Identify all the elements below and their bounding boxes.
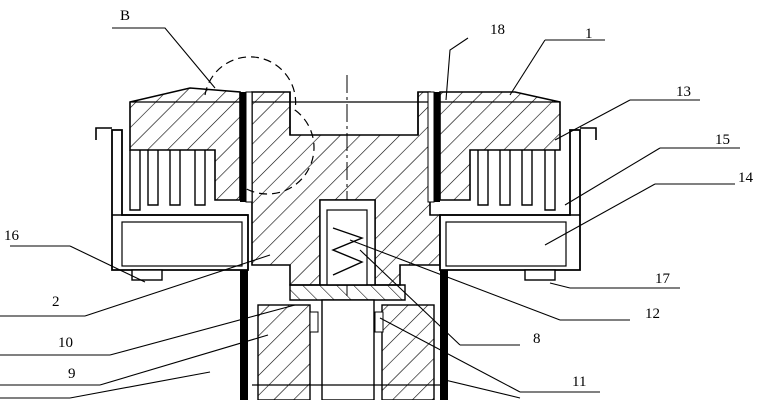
label-16: 16 — [4, 228, 20, 244]
lower-assembly — [240, 270, 448, 401]
label-10: 10 — [58, 335, 73, 351]
left-housing — [95, 127, 249, 281]
spring — [319, 199, 376, 286]
label-9: 9 — [68, 366, 76, 382]
label-12: 12 — [645, 306, 660, 322]
label-b: B — [120, 8, 130, 24]
top-cap — [129, 87, 561, 201]
label-1: 1 — [585, 26, 593, 42]
label-14: 14 — [738, 170, 754, 186]
right-housing — [439, 127, 597, 281]
detail-circle-b — [204, 56, 315, 195]
label-13: 13 — [676, 84, 691, 100]
label-15: 15 — [715, 132, 730, 148]
leader-lines — [0, 27, 740, 399]
label-2: 2 — [52, 294, 60, 310]
label-17: 17 — [655, 271, 671, 287]
label-11: 11 — [572, 374, 586, 390]
label-8: 8 — [533, 331, 541, 347]
seal-sleeves — [240, 91, 440, 203]
label-18: 18 — [490, 22, 505, 38]
